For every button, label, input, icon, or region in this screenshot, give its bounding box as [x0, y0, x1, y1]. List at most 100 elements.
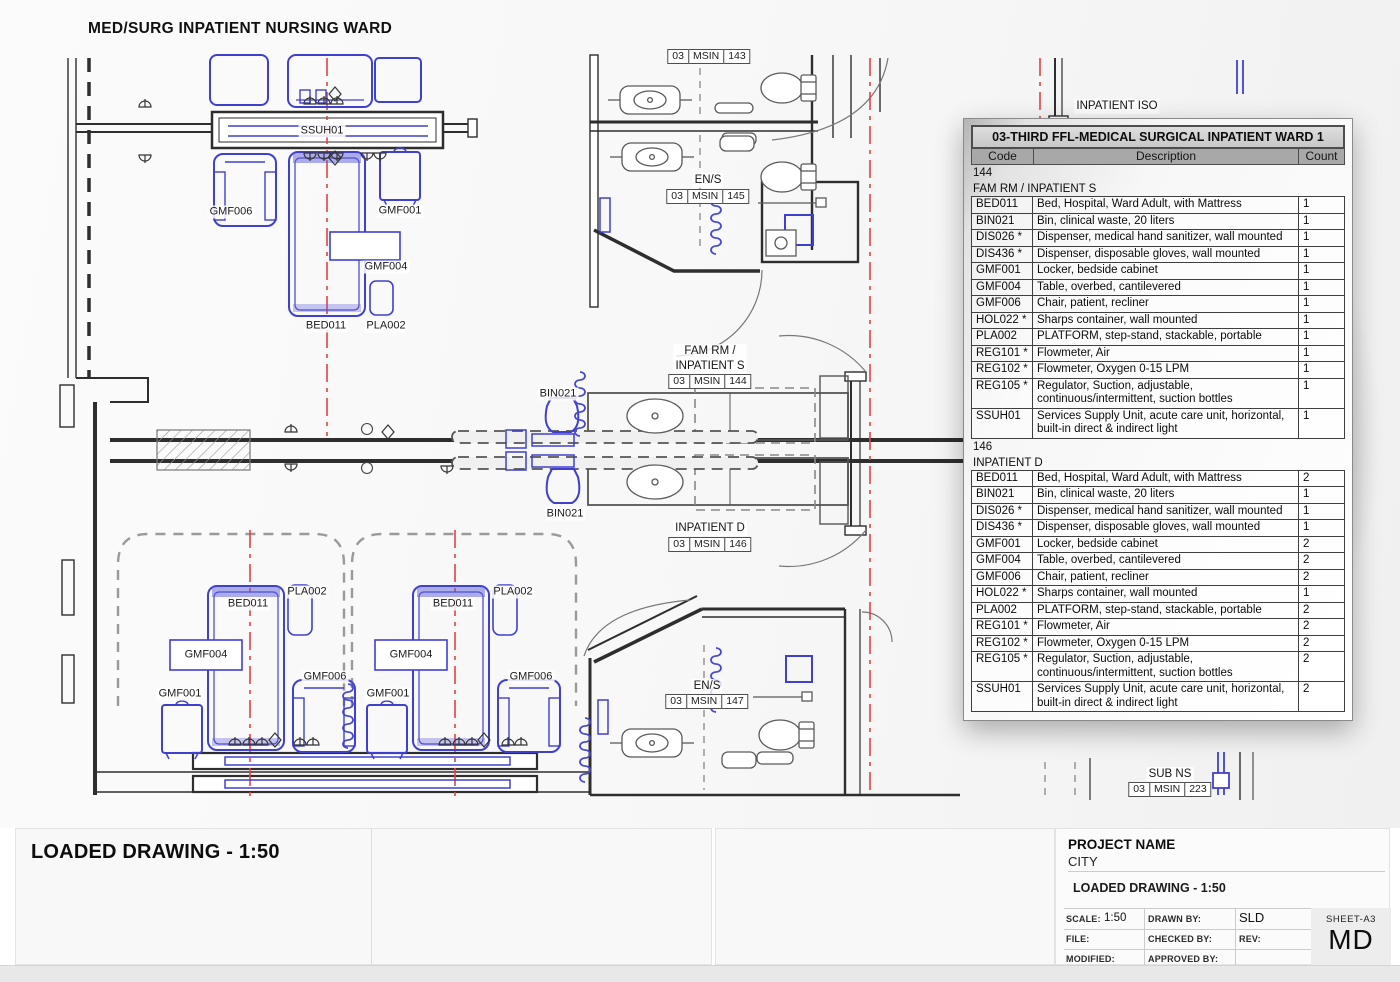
table-row: DIS436 *Dispenser, disposable gloves, wa…	[971, 245, 1345, 263]
room-tag-cell: MSIN	[686, 189, 724, 204]
sanitary-fixtures	[607, 72, 827, 769]
cell-count: 2	[1303, 603, 1310, 616]
drawing-title: MED/SURG INPATIENT NURSING WARD	[88, 20, 393, 37]
cell-count: 2	[1303, 537, 1310, 550]
room-tag-cell: 03	[1128, 782, 1150, 797]
cell-description: Locker, bedside cabinet	[1033, 536, 1299, 552]
room-name-line: INPATIENT D	[675, 522, 745, 534]
cell-count: 1	[1303, 214, 1310, 227]
grid-line	[1064, 949, 1311, 950]
cell-code: GMF004	[972, 279, 1033, 295]
view-title-box: LOADED DRAWING - 1:50	[15, 828, 712, 965]
project-name-label: PROJECT NAME	[1068, 837, 1176, 852]
column-header-count: Count	[1305, 149, 1338, 163]
cell-count: 1	[1303, 379, 1310, 392]
cell-count: 1	[1303, 346, 1310, 359]
equipment-label-bed011: BED011	[225, 597, 271, 611]
schedule-group-number: 146	[973, 440, 993, 453]
cell-count: 2	[1303, 636, 1310, 649]
equipment-label-gmf001: GMF001	[156, 687, 204, 701]
cell-count: 1	[1303, 363, 1310, 375]
room-tag-cell: 223	[1184, 782, 1212, 797]
grid-line	[1064, 929, 1311, 930]
cell-description: Regulator, Suction, adjustable, continuo…	[1033, 652, 1299, 681]
table-row: DIS436 *Dispenser, disposable gloves, wa…	[971, 519, 1345, 537]
cell-code: SSUH01	[972, 682, 1033, 711]
cell-description: Locker, bedside cabinet	[1033, 263, 1299, 279]
modified-label: MODIFIED:	[1066, 954, 1115, 964]
equipment-label-gmf006: GMF006	[301, 670, 349, 684]
cell-description: Bin, clinical waste, 20 liters	[1033, 487, 1299, 503]
room-name-line: SUB NS	[1149, 767, 1192, 782]
room-name-line: FAM RM /	[684, 345, 736, 357]
equipment-label-bed011: BED011	[303, 319, 349, 333]
cell-description: PLATFORM, step-stand, stackable, portabl…	[1033, 602, 1299, 618]
equipment-label-pla002: PLA002	[285, 585, 329, 599]
cell-count: 1	[1303, 504, 1310, 517]
equipment-label-pla002: PLA002	[491, 585, 535, 599]
equipment-label-gmf006: GMF006	[207, 205, 255, 219]
sheet-code: MD	[1328, 924, 1374, 955]
footer-empty-box	[715, 828, 1055, 965]
schedule-group-name: FAM RM / INPATIENT S	[973, 183, 1097, 195]
room-name-line: INPATIENT ISO	[1076, 99, 1157, 114]
equipment-label-gmf001: GMF001	[376, 204, 424, 218]
grid-line	[1235, 908, 1236, 966]
cell-code: REG105 *	[972, 378, 1033, 408]
room-name-label: FAM RM / INPATIENT S	[673, 344, 747, 374]
room-name-line: INPATIENT S	[675, 360, 745, 372]
floor-plan-drawing	[59, 54, 1254, 800]
cell-code: DIS026 *	[972, 503, 1033, 519]
rev-label: REV:	[1239, 934, 1261, 944]
room-tag-cell: 03	[665, 694, 687, 709]
cell-description: Services Supply Unit, acute care unit, h…	[1033, 682, 1299, 711]
room-tag-cell: 145	[722, 189, 750, 204]
cell-description: Dispenser, disposable gloves, wall mount…	[1033, 246, 1299, 262]
cell-description: Dispenser, medical hand sanitizer, wall …	[1033, 230, 1299, 246]
equipment-label-gmf004: GMF004	[387, 648, 435, 662]
drawn-by-value: SLD	[1239, 910, 1265, 925]
cell-code: HOL022 *	[972, 312, 1033, 328]
equipment-label-bin021: BIN021	[544, 507, 586, 521]
room-tag-cell: MSIN	[688, 537, 726, 552]
room-tag-cell: 03	[668, 537, 690, 552]
cell-code: GMF006	[972, 296, 1033, 312]
table-row: DIS026 *Dispenser, medical hand sanitize…	[971, 502, 1345, 520]
cell-code: BED011	[972, 470, 1033, 486]
grid-line	[1064, 908, 1311, 909]
grid-line	[1144, 908, 1145, 966]
cell-code: GMF006	[972, 569, 1033, 585]
table-row: DIS026 *Dispenser, medical hand sanitize…	[971, 229, 1345, 247]
cell-count: 1	[1303, 280, 1310, 293]
sheet-cell: SHEET-A3 MD	[1311, 908, 1391, 966]
schedule-group-number: 144	[973, 167, 993, 179]
room-tag-cell: MSIN	[685, 694, 723, 709]
room-name-label: INPATIENT D	[673, 521, 747, 536]
drawn-by-label: DRAWN BY:	[1148, 914, 1202, 924]
cell-code: SSUH01	[972, 408, 1033, 438]
equipment-label-ssuh01: SSUH01	[298, 124, 346, 138]
cell-description: Table, overbed, cantilevered	[1033, 279, 1299, 295]
cell-count: 1	[1303, 264, 1310, 276]
footer-divider	[371, 829, 372, 964]
column-header-description: Description	[1034, 149, 1299, 164]
room-tag-cell: 03	[668, 374, 690, 389]
approved-by-label: APPROVED BY:	[1148, 954, 1219, 964]
bottom-strip	[0, 965, 1400, 982]
equipment-label-gmf006: GMF006	[507, 670, 555, 684]
table-row: REG105 *Regulator, Suction, adjustable, …	[971, 377, 1345, 409]
